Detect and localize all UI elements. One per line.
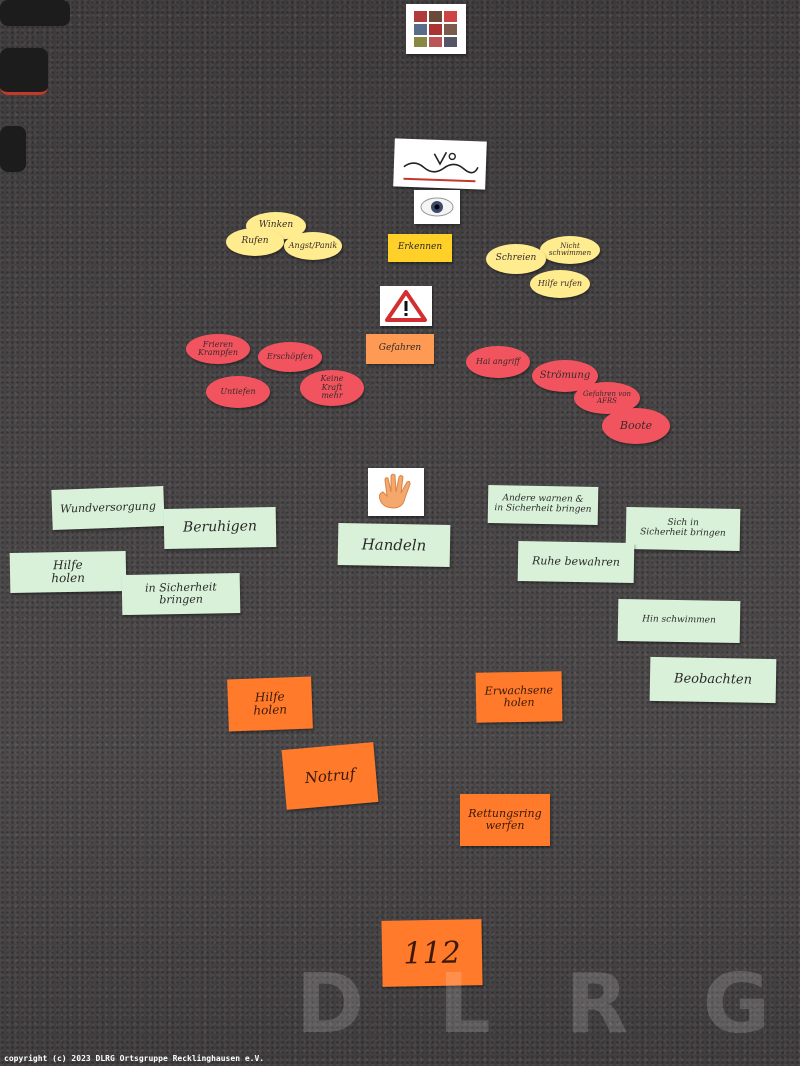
green-card: Wundversorgung bbox=[51, 486, 165, 530]
green-card: Hin schwimmen bbox=[617, 598, 741, 644]
watermark-letter: R bbox=[565, 956, 635, 1052]
shoe bbox=[0, 48, 48, 95]
yellow-oval: Angst/Panik bbox=[284, 232, 342, 260]
gefahren-card: Gefahren bbox=[366, 334, 434, 364]
pink-oval: Erschöpfen bbox=[258, 342, 322, 372]
yellow-oval: Schreien bbox=[486, 244, 546, 274]
shoe bbox=[0, 0, 70, 26]
green-card: Beobachten bbox=[649, 656, 777, 704]
pink-oval: Frieren Krampfen bbox=[186, 334, 250, 364]
copyright-text: copyright (c) 2023 DLRG Ortsgruppe Reckl… bbox=[4, 1054, 265, 1063]
orange-card: Notruf bbox=[281, 742, 379, 810]
pink-oval: Untiefen bbox=[206, 376, 270, 408]
yellow-oval: Hilfe rufen bbox=[530, 270, 590, 298]
erkennen-card: Erkennen bbox=[388, 234, 452, 262]
yellow-oval: Rufen bbox=[226, 228, 284, 256]
watermark-letter: D bbox=[296, 956, 371, 1052]
green-card: Ruhe bewahren bbox=[517, 540, 635, 584]
dlrg-watermark: D L R G bbox=[296, 957, 776, 1052]
drowning-waves-icon bbox=[393, 138, 487, 190]
pink-oval: Keine Kraft mehr bbox=[300, 370, 364, 406]
pink-oval: Hai angriff bbox=[466, 346, 530, 378]
orange-card: Rettungsring werfen bbox=[460, 794, 550, 846]
shoe bbox=[0, 126, 26, 172]
green-card: in Sicherheit bringen bbox=[121, 572, 241, 616]
watermark-letter: L bbox=[438, 956, 497, 1052]
green-card: Beruhigen bbox=[163, 507, 277, 549]
warning-triangle-icon bbox=[380, 286, 432, 326]
hand-icon bbox=[368, 468, 424, 516]
green-card: Andere warnen & in Sicherheit bringen bbox=[487, 485, 599, 525]
eye-icon bbox=[414, 190, 460, 224]
pink-oval: Boote bbox=[602, 408, 670, 444]
photo-grid-icon bbox=[406, 4, 466, 54]
orange-card: Erwachsene holen bbox=[475, 671, 563, 723]
watermark-letter: G bbox=[702, 956, 776, 1052]
yellow-oval: Nicht schwimmen bbox=[540, 236, 600, 264]
green-card: Sich in Sicherheit bringen bbox=[625, 507, 741, 551]
green-card: Hilfe holen bbox=[9, 550, 127, 594]
orange-card: Hilfe holen bbox=[227, 676, 313, 732]
handeln-card: Handeln bbox=[337, 523, 451, 567]
